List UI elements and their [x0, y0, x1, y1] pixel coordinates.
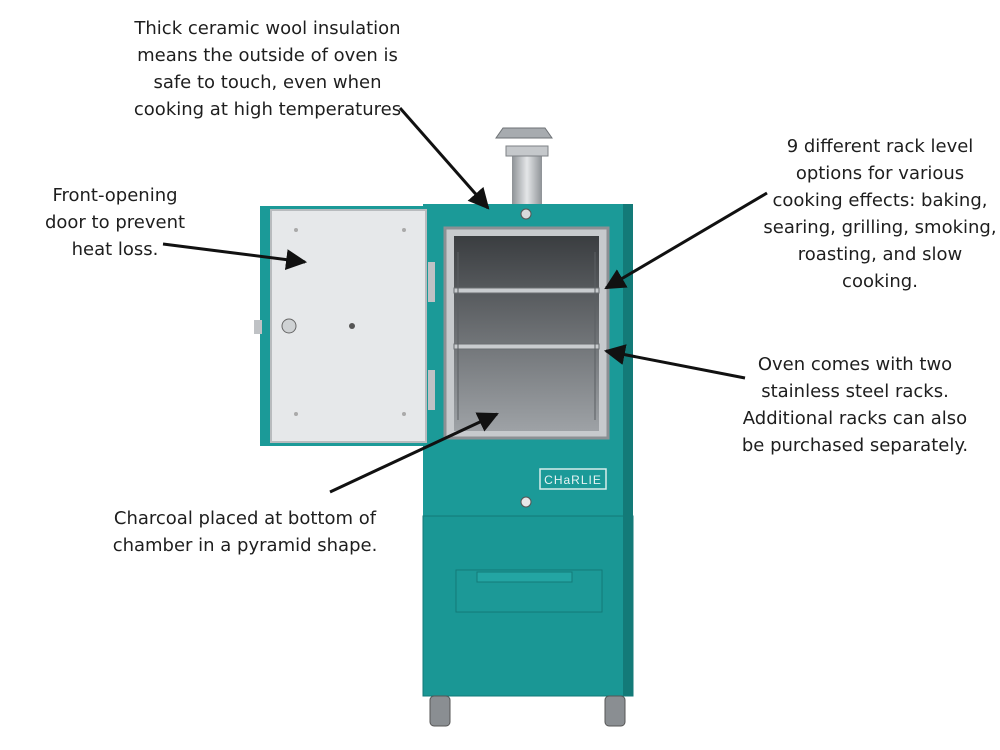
brand-label: CHaRLIE	[544, 473, 602, 487]
oven-cavity	[443, 226, 610, 440]
annotation-insulation: Thick ceramic wool insulation means the …	[133, 18, 402, 120]
arrow-racks	[604, 191, 768, 290]
annotation-rack-levels: 9 different rack level options for vario…	[763, 136, 997, 292]
casters	[429, 695, 626, 727]
arrow-insulation	[398, 107, 490, 210]
annotation-included-racks: Oven comes with two stainless steel rack…	[741, 354, 969, 456]
door-handle	[281, 318, 297, 334]
annotation-door: Front-opening door to prevent heat loss.	[44, 185, 186, 260]
rack-lower	[453, 343, 600, 350]
mid-knob	[520, 496, 532, 508]
top-knob	[520, 208, 532, 220]
arrow-included	[603, 344, 746, 380]
brand-badge: CHaRLIE	[539, 468, 607, 490]
chimney	[495, 127, 553, 204]
rack-upper	[453, 287, 600, 294]
open-door	[254, 206, 438, 446]
arrow-charcoal	[329, 412, 499, 494]
arrow-door	[162, 242, 308, 271]
ash-drawer	[455, 569, 603, 613]
annotation-charcoal: Charcoal placed at bottom of chamber in …	[112, 508, 378, 556]
